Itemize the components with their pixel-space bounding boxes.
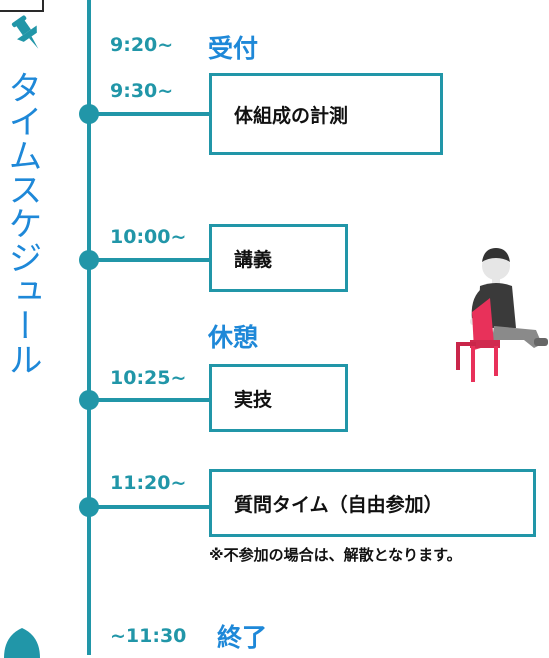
person-sitting-icon <box>456 248 548 382</box>
schedule-title: タイムスケジュール <box>2 70 42 376</box>
timeline-node <box>79 250 99 270</box>
time-label: ~11:30 <box>110 625 187 647</box>
pushpin-icon <box>11 15 39 49</box>
event-box-practice: 実技 <box>209 364 348 432</box>
qa-note: ※不参加の場合は、解散となります。 <box>209 546 462 564</box>
bottom-decoration-icon <box>4 628 40 658</box>
timeline-node <box>79 497 99 517</box>
event-box-qa-time: 質問タイム（自由参加） <box>209 469 536 537</box>
timeline-line <box>87 0 91 655</box>
timeline-branch <box>89 505 211 509</box>
time-label: 9:30~ <box>110 80 174 102</box>
timeline-branch <box>89 398 211 402</box>
timeline-branch <box>89 112 211 116</box>
timeline-node <box>79 390 99 410</box>
time-label: 9:20~ <box>110 34 174 56</box>
event-label-break: 休憩 <box>208 323 259 352</box>
event-label-end: 終了 <box>217 623 268 652</box>
time-label: 10:00~ <box>110 226 187 248</box>
timeline-branch <box>89 258 211 262</box>
event-box-body-composition: 体組成の計測 <box>209 73 443 155</box>
time-label: 11:20~ <box>110 472 187 494</box>
event-label-reception: 受付 <box>208 34 259 63</box>
event-box-lecture: 講義 <box>209 224 348 292</box>
timeline-node <box>79 104 99 124</box>
time-label: 10:25~ <box>110 367 187 389</box>
corner-frame <box>0 0 44 12</box>
